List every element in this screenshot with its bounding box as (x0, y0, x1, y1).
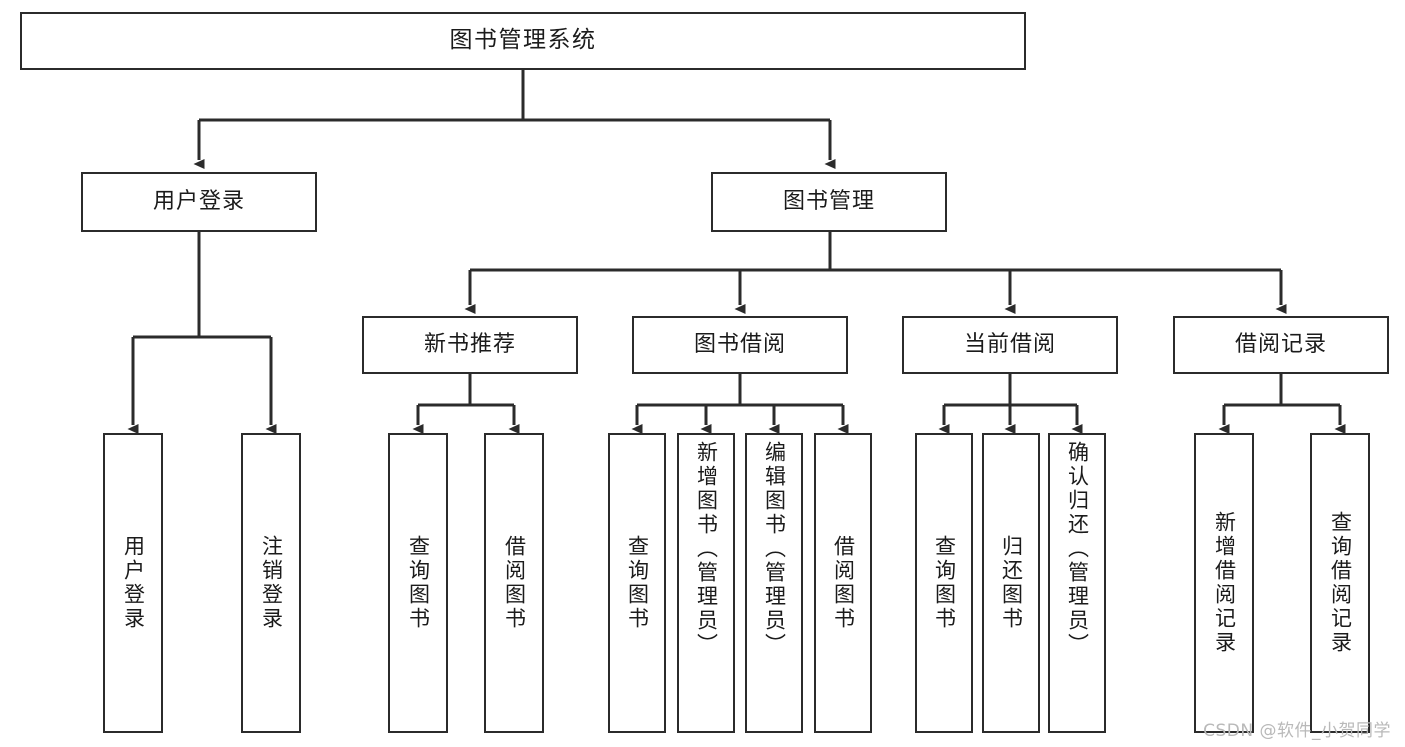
node-label: 新书推荐 (423, 331, 516, 357)
node-label: 图书管理系统 (449, 27, 597, 54)
leaf-book-borrow-borrow-book[interactable]: 借阅图书 (814, 433, 872, 733)
node-label: 查询图书 (625, 535, 650, 631)
node-label: 图书管理 (782, 188, 875, 214)
leaf-user-login-login[interactable]: 用户登录 (103, 433, 163, 733)
leaf-new-book-borrow-book[interactable]: 借阅图书 (484, 433, 544, 733)
leaf-current-borrow-query-book[interactable]: 查询图书 (915, 433, 973, 733)
node-label: 用户登录 (152, 188, 245, 214)
leaf-current-borrow-return-book[interactable]: 归还图书 (982, 433, 1040, 733)
node-book-borrow[interactable]: 图书借阅 (632, 316, 848, 374)
node-label: 归还图书 (999, 535, 1024, 631)
leaf-book-borrow-query-book[interactable]: 查询图书 (608, 433, 666, 733)
node-label: 借阅记录 (1234, 331, 1327, 357)
leaf-book-borrow-add-book-admin[interactable]: 新增图书（管理员） (677, 433, 735, 733)
node-label: 用户登录 (121, 535, 146, 631)
node-label: 编辑图书（管理员） (762, 441, 787, 657)
node-label: 新增借阅记录 (1212, 511, 1237, 655)
node-user-login[interactable]: 用户登录 (81, 172, 317, 232)
leaf-user-login-logout[interactable]: 注销登录 (241, 433, 301, 733)
node-root-system[interactable]: 图书管理系统 (20, 12, 1026, 70)
node-label: 图书借阅 (693, 331, 786, 357)
node-current-borrow[interactable]: 当前借阅 (902, 316, 1118, 374)
leaf-borrow-record-add-record[interactable]: 新增借阅记录 (1194, 433, 1254, 733)
node-label: 确认归还（管理员） (1065, 441, 1090, 657)
node-new-book-recommend[interactable]: 新书推荐 (362, 316, 578, 374)
node-label: 借阅图书 (831, 535, 856, 631)
node-label: 借阅图书 (502, 535, 527, 631)
node-borrow-record[interactable]: 借阅记录 (1173, 316, 1389, 374)
node-book-management[interactable]: 图书管理 (711, 172, 947, 232)
node-label: 查询图书 (406, 535, 431, 631)
leaf-new-book-query-book[interactable]: 查询图书 (388, 433, 448, 733)
node-label: 注销登录 (259, 535, 284, 631)
leaf-current-borrow-confirm-return-admin[interactable]: 确认归还（管理员） (1048, 433, 1106, 733)
node-label: 当前借阅 (963, 331, 1056, 357)
node-label: 新增图书（管理员） (694, 441, 719, 657)
node-label: 查询图书 (932, 535, 957, 631)
node-label: 查询借阅记录 (1328, 511, 1353, 655)
leaf-book-borrow-edit-book-admin[interactable]: 编辑图书（管理员） (745, 433, 803, 733)
leaf-borrow-record-query-record[interactable]: 查询借阅记录 (1310, 433, 1370, 733)
watermark: CSDN @软件_小贺同学 (1203, 721, 1391, 741)
